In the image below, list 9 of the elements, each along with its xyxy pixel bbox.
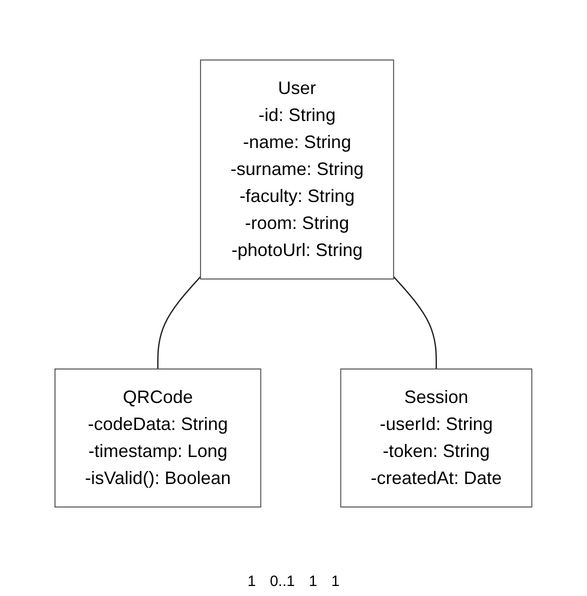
multiplicity-label: 0..1 [270,573,295,590]
multiplicity-label: 1 [247,573,256,590]
connector [393,276,437,369]
multiplicity-label: 1 [331,573,340,590]
connector [157,276,202,369]
multiplicity-label: 1 [308,573,318,590]
node-box: User -id: String -name: String -surname: String -faculty: String -room: String -photoUrl: String [200,60,394,280]
node-box: QRCode -codeData: String -timestamp: Long -isValid(): Boolean [54,368,262,508]
node-box: Session -userId: String -token: String -createdAt: Date [340,368,532,508]
